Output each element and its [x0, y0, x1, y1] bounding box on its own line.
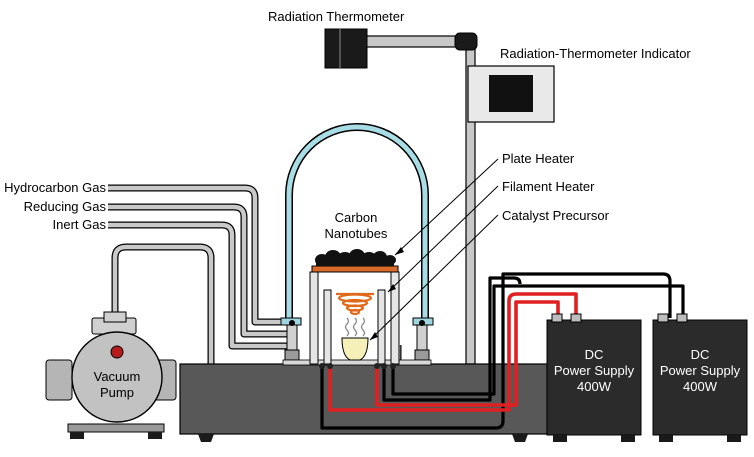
power-supply-1 [546, 313, 642, 442]
label-catalyst-precursor: Catalyst Precursor [502, 208, 610, 223]
vacuum-line [111, 243, 402, 392]
bell-jar [285, 123, 429, 322]
power-supply-2-line2: Power Supply [660, 363, 741, 378]
filament-heater [336, 292, 374, 316]
label-radiation-thermometer: Radiation Thermometer [268, 9, 405, 24]
wiring [320, 272, 685, 430]
flanges [280, 317, 434, 366]
label-plate-heater: Plate Heater [502, 151, 575, 166]
label-inert-gas: Inert Gas [53, 217, 107, 232]
radiation-thermometer [324, 28, 478, 69]
label-hydrocarbon-gas: Hydrocarbon Gas [4, 180, 106, 195]
vacuum-pump [45, 311, 177, 439]
label-vacuum-pump-1: Vacuum [94, 369, 141, 384]
power-supply-1-line3: 400W [577, 379, 612, 394]
label-radiation-thermometer-indicator: Radiation-Thermometer Indicator [500, 46, 691, 61]
label-vacuum-pump-2: Pump [100, 385, 134, 400]
gas-lines [108, 184, 295, 350]
vapour-lines [344, 317, 366, 337]
catalyst-crucible [341, 337, 369, 361]
leader-arrows [370, 247, 404, 340]
label-carbon-nanotubes-1: Carbon [335, 210, 378, 225]
power-supply-1-line2: Power Supply [554, 363, 635, 378]
terminals [319, 363, 396, 369]
power-supply-2-line3: 400W [683, 379, 718, 394]
power-supply-1-line1: DC [585, 347, 604, 362]
power-supply-2-line1: DC [691, 347, 710, 362]
radiation-thermometer-indicator [467, 65, 555, 123]
leader-lines [369, 158, 499, 341]
heater-stage [309, 265, 400, 365]
label-carbon-nanotubes-2: Nanotubes [325, 226, 388, 241]
label-reducing-gas: Reducing Gas [24, 199, 107, 214]
power-supply-2 [652, 313, 748, 442]
base-chamber [179, 363, 548, 442]
carbon-nanotubes-deposit [315, 249, 396, 266]
label-filament-heater: Filament Heater [502, 179, 595, 194]
